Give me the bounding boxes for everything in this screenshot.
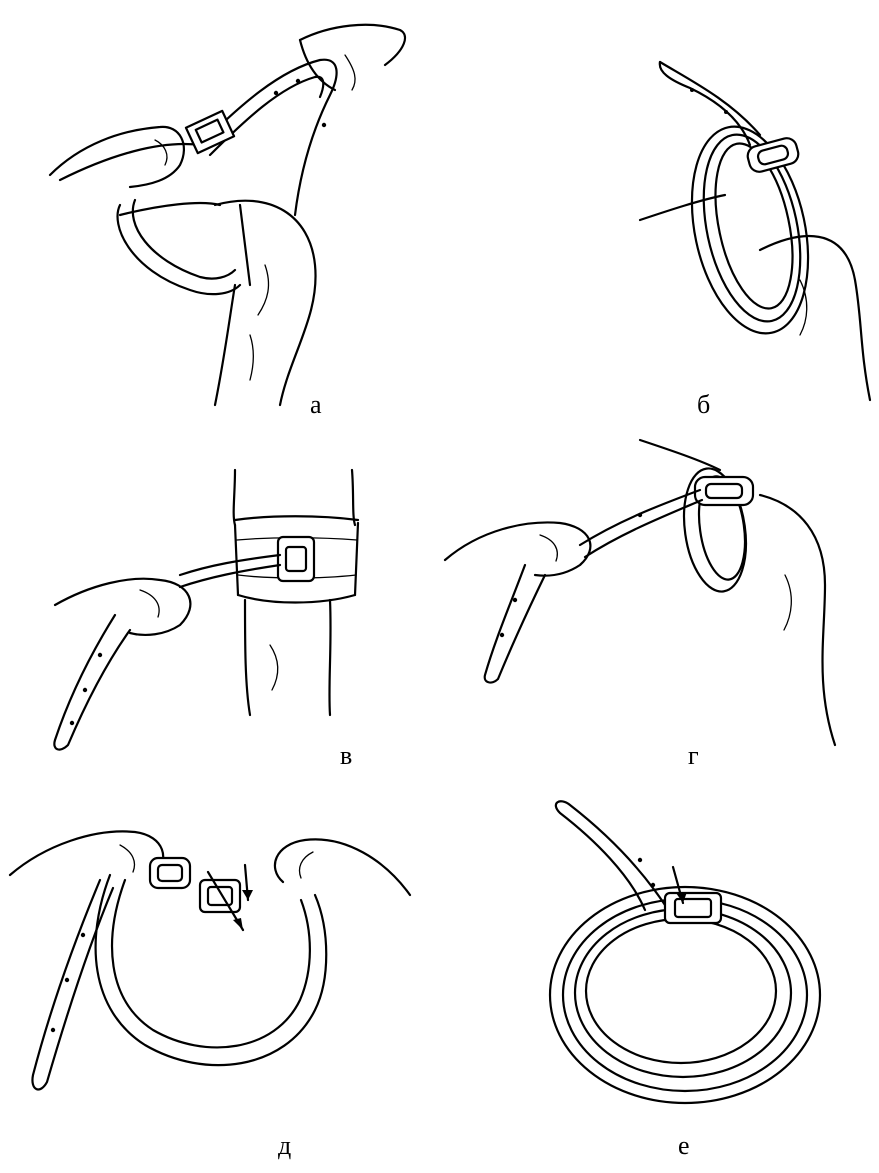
panel-g — [440, 435, 860, 755]
panel-e-label: е — [678, 1133, 690, 1159]
panel-g-illustration — [440, 435, 860, 755]
panel-v-illustration — [40, 465, 380, 755]
panel-d-label: д — [278, 1133, 291, 1159]
panel-a-illustration — [40, 15, 440, 415]
panel-b — [630, 50, 875, 410]
panel-b-illustration — [630, 50, 875, 410]
panel-a-label: а — [310, 392, 322, 418]
panel-a — [40, 15, 440, 415]
panel-d-illustration — [5, 820, 415, 1150]
panel-v-label: в — [340, 743, 352, 769]
panel-e — [545, 785, 835, 1115]
panel-b-label: б — [697, 392, 710, 418]
panel-d — [5, 820, 415, 1150]
panel-e-illustration — [545, 785, 835, 1115]
panel-v — [40, 465, 380, 755]
panel-g-label: г — [688, 743, 699, 769]
